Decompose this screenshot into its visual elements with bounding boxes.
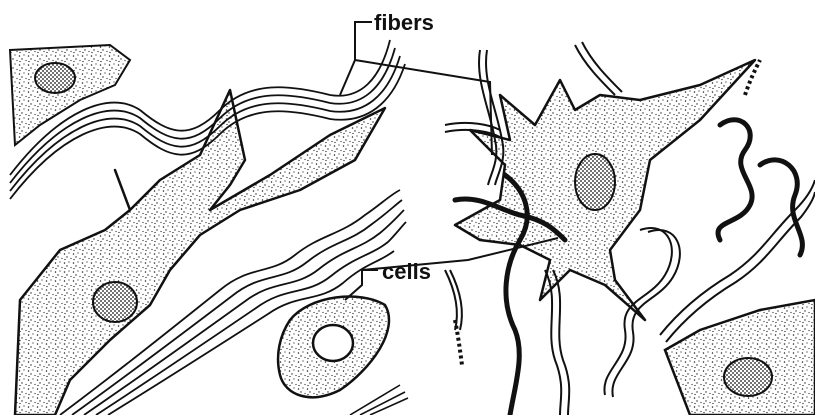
cell-nucleus — [35, 63, 75, 93]
left-tissue-panel — [10, 40, 408, 415]
cell-nucleus — [313, 325, 353, 361]
cell-body — [10, 45, 130, 145]
cell-nucleus — [724, 358, 772, 396]
fibers-label: fibers — [374, 10, 434, 35]
cell-nucleus — [575, 154, 615, 210]
cells-label: cells — [382, 259, 431, 284]
fiber-bundle — [350, 385, 408, 415]
right-tissue-panel — [445, 42, 815, 415]
cell-nucleus — [93, 282, 137, 322]
